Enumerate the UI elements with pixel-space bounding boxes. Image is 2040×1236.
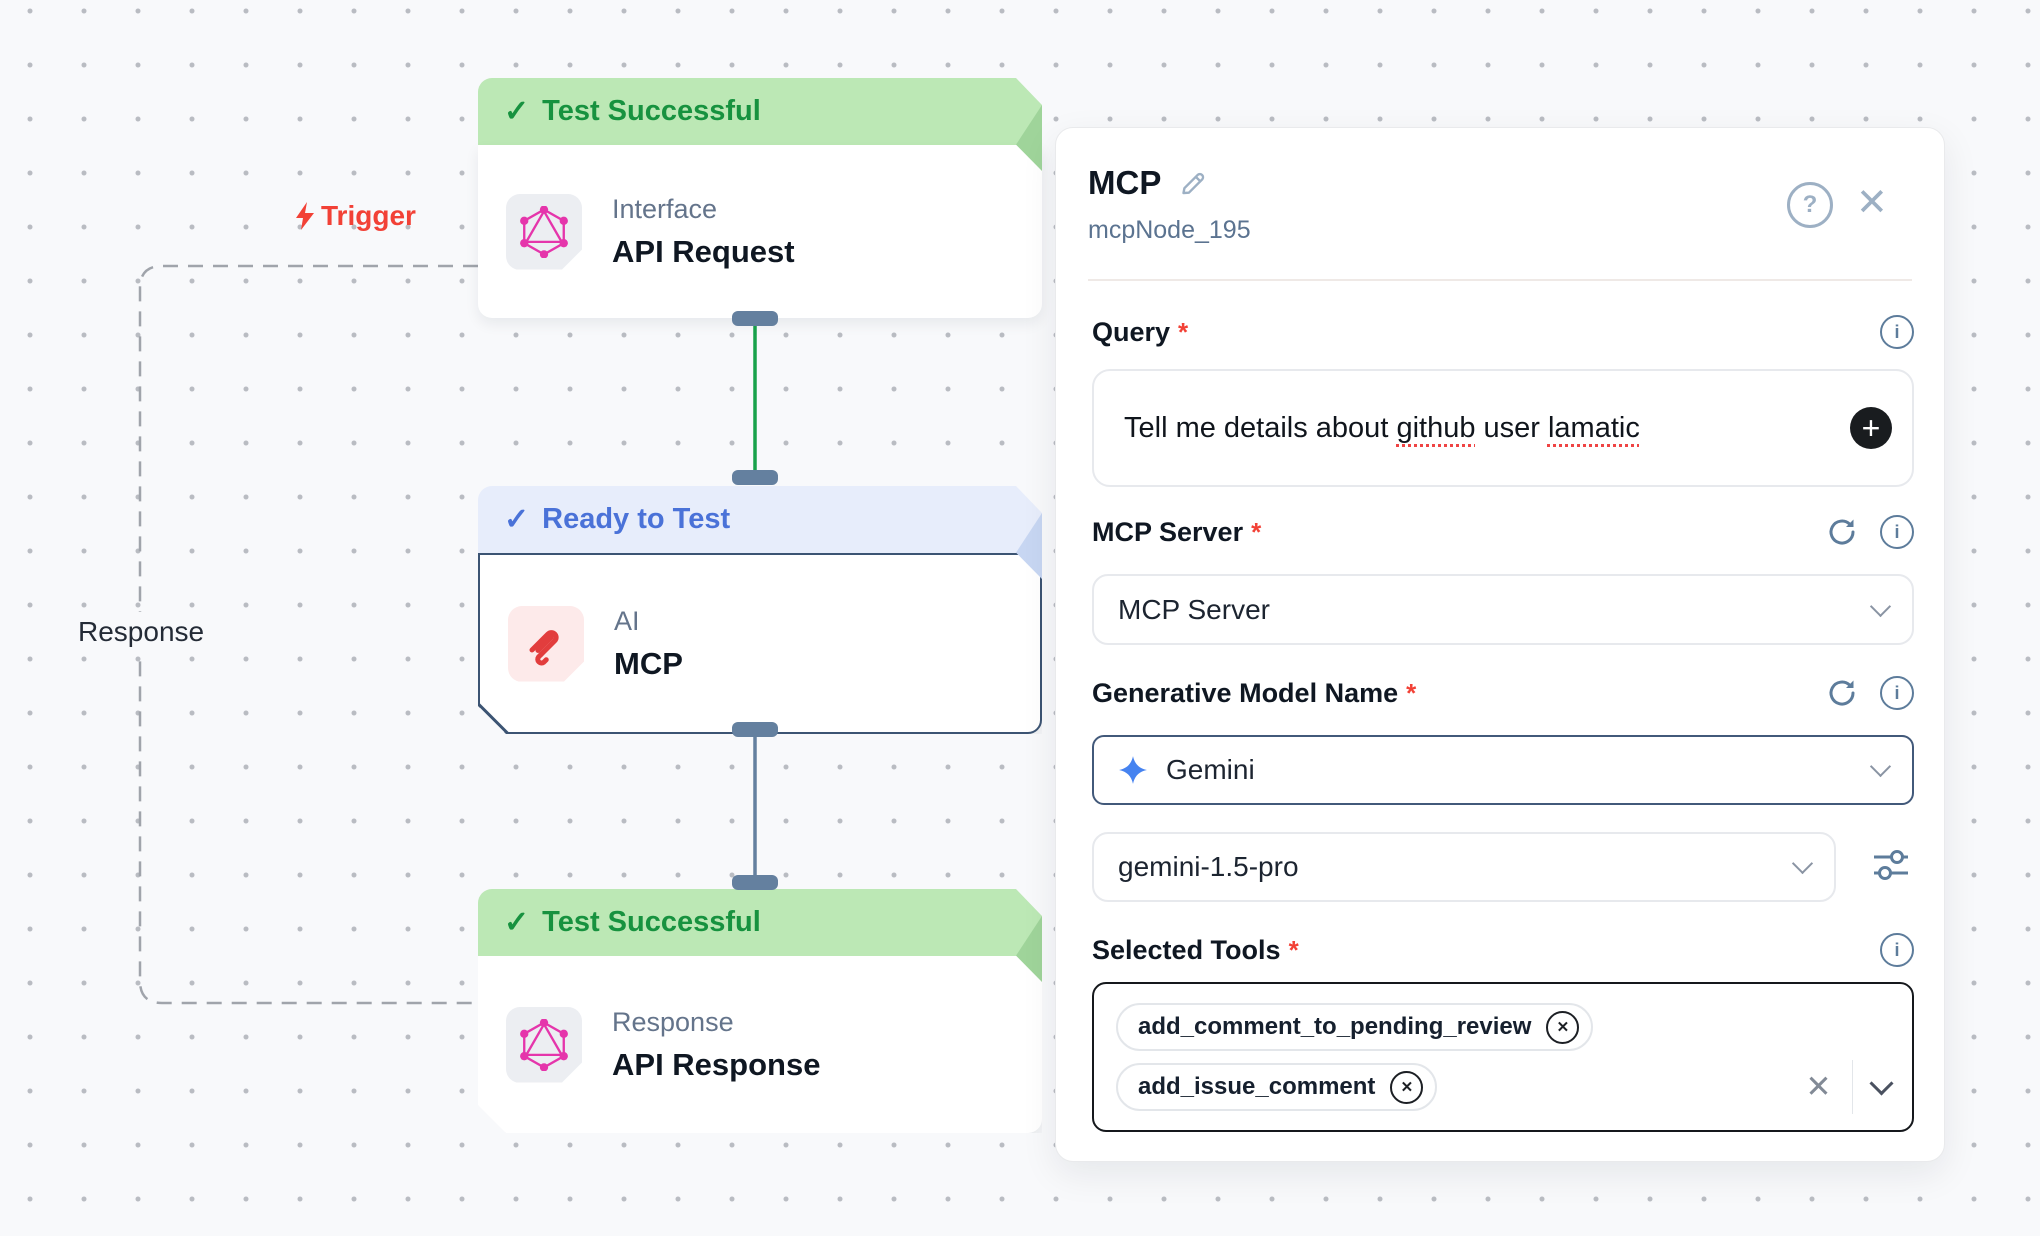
tools-label-row: Selected Tools * i [1092,933,1914,967]
misspelled-word: lamatic [1547,411,1640,444]
node-handle[interactable] [732,875,778,890]
node-category: Response [612,1006,734,1037]
edit-pencil-icon[interactable] [1177,168,1207,198]
model-label: Generative Model Name [1092,677,1399,708]
check-icon: ✓ [504,503,530,536]
required-marker: * [1406,677,1417,708]
misspelled-word: github [1396,411,1476,444]
node-title: API Request [612,233,795,269]
node-handle[interactable] [732,722,778,737]
model-name-select[interactable]: gemini-1.5-pro [1092,832,1836,902]
refresh-icon[interactable] [1826,516,1858,548]
model-name-value: gemini-1.5-pro [1118,851,1299,882]
node-api-request[interactable]: ✓ Test Successful Interface [478,78,1042,318]
required-marker: * [1251,516,1262,547]
chevron-down-icon [1869,595,1892,617]
info-icon[interactable]: i [1880,676,1914,710]
provider-select[interactable]: Gemini [1092,735,1914,805]
mcp-server-label-row: MCP Server * i [1092,515,1914,549]
mcp-icon [508,606,584,682]
query-label: Query [1092,316,1171,347]
model-settings-icon[interactable] [1872,846,1910,884]
clear-all-icon[interactable]: ✕ [1805,1069,1832,1104]
divider [1088,279,1912,281]
tool-pill-label: add_issue_comment [1138,1073,1376,1100]
provider-value: Gemini [1166,754,1255,785]
remove-tool-icon[interactable]: ✕ [1390,1070,1424,1104]
node-bevel [478,703,509,734]
mcp-server-select[interactable]: MCP Server [1092,574,1914,645]
required-marker: * [1288,934,1299,965]
node-title: MCP [614,645,683,681]
chevron-down-icon [1869,755,1892,778]
refresh-icon[interactable] [1826,677,1858,709]
model-label-row: Generative Model Name * i [1092,676,1914,710]
response-edge-label: Response [66,612,217,652]
required-marker: * [1178,316,1189,347]
node-status-text: Test Successful [542,95,761,127]
node-api-response[interactable]: ✓ Test Successful Response A [478,889,1042,1133]
selected-tools-multiselect[interactable]: add_comment_to_pending_review ✕ add_issu… [1092,982,1914,1132]
query-input[interactable]: Tell me details about github user lamati… [1092,369,1914,487]
tools-label: Selected Tools [1092,934,1281,965]
close-icon[interactable]: ✕ [1856,182,1888,224]
chevron-down-icon[interactable] [1869,1071,1894,1096]
node-title: API Response [612,1046,821,1082]
node-category: Interface [612,193,718,224]
graphql-icon [506,194,582,270]
node-mcp[interactable]: ✓ Ready to Test AI MCP [478,486,1042,734]
tools-controls: ✕ [1805,1060,1894,1114]
lightning-icon [296,202,314,230]
chevron-down-icon [1791,852,1814,875]
node-status-text: Test Successful [542,906,761,938]
query-text: Tell me details about github user lamati… [1124,411,1640,444]
node-handle[interactable] [732,470,778,485]
node-category: AI [614,605,640,636]
mcp-server-value: MCP Server [1118,593,1270,625]
add-variable-button[interactable]: + [1850,407,1892,449]
info-icon[interactable]: i [1880,315,1914,349]
panel-title: MCP [1088,164,1162,201]
node-id: mcpNode_195 [1088,216,1251,244]
graphql-icon [506,1007,582,1083]
info-icon[interactable]: i [1880,515,1914,549]
node-handle[interactable] [732,311,778,326]
config-panel: MCP ? ✕ mcpNode_195 Query * i Tell me de… [1055,127,1945,1162]
check-icon: ✓ [504,906,530,939]
help-icon[interactable]: ? [1787,182,1833,228]
node-status-banner: ✓ Test Successful [478,78,1042,145]
trigger-label-text: Trigger [321,200,416,231]
mcp-server-label: MCP Server [1092,516,1244,547]
node-status-banner: ✓ Ready to Test [478,486,1042,553]
node-status-text: Ready to Test [542,503,731,535]
info-icon[interactable]: i [1880,933,1914,967]
check-icon: ✓ [504,95,530,128]
divider [1851,1060,1853,1114]
tool-pill-label: add_comment_to_pending_review [1138,1013,1532,1040]
tool-pill: add_comment_to_pending_review ✕ [1116,1003,1594,1051]
tool-pill: add_issue_comment ✕ [1116,1063,1438,1111]
query-label-row: Query * i [1092,315,1914,349]
panel-title-row: MCP [1088,164,1207,202]
gemini-sparkle-icon [1119,756,1147,784]
remove-tool-icon[interactable]: ✕ [1546,1010,1580,1044]
node-status-banner: ✓ Test Successful [478,889,1042,956]
trigger-label: Trigger [293,200,416,232]
